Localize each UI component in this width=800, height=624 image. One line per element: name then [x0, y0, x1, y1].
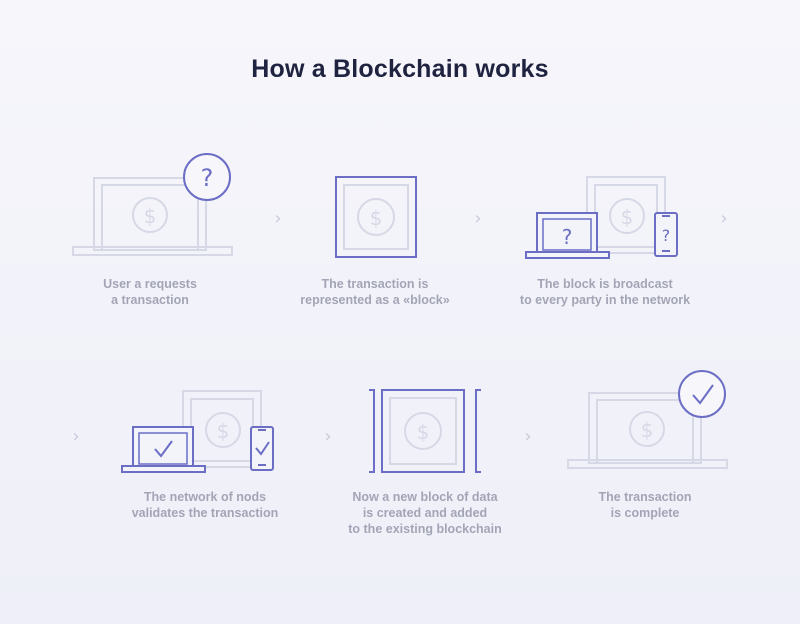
step-3-caption: The block is broadcast to every party in…	[519, 277, 691, 307]
question-glyph: ?	[662, 226, 671, 245]
dollar-glyph: $	[217, 419, 230, 443]
laptop-question-icon: $ ?	[72, 153, 233, 256]
check-mark	[154, 440, 173, 458]
network-validate-icon: $	[121, 390, 274, 473]
dollar-glyph: $	[370, 206, 383, 230]
step-4-caption: The network of nods validates the transa…	[131, 490, 279, 520]
check-mark	[692, 384, 714, 405]
laptop-check-icon: $	[567, 370, 728, 469]
dollar-glyph: $	[417, 420, 430, 444]
chevron-right-icon: ›	[72, 426, 80, 447]
chevron-right-icon: ›	[474, 208, 482, 229]
question-glyph: ?	[201, 164, 214, 192]
chevron-right-icon: ›	[720, 208, 728, 229]
chevron-right-icon: ›	[324, 426, 332, 447]
step-5-caption: Now a new block of data is created and a…	[348, 490, 502, 536]
chevron-right-icon: ›	[524, 426, 532, 447]
block-dollar-icon: $	[335, 176, 417, 258]
question-glyph: ?	[562, 225, 573, 249]
step-2-caption: The transaction is represented as a «blo…	[300, 277, 450, 307]
chevron-right-icon: ›	[274, 208, 282, 229]
check-mark	[255, 441, 270, 456]
dollar-glyph: $	[144, 204, 157, 228]
step-1-caption: User a requests a transaction	[103, 277, 197, 307]
dollar-glyph: $	[621, 205, 634, 229]
dollar-glyph: $	[641, 418, 654, 442]
step-6-caption: The transaction is complete	[598, 490, 692, 520]
network-broadcast-icon: $ ? ?	[525, 176, 678, 259]
page-title: How a Blockchain works	[251, 55, 549, 83]
chain-block-icon: $	[369, 389, 481, 473]
